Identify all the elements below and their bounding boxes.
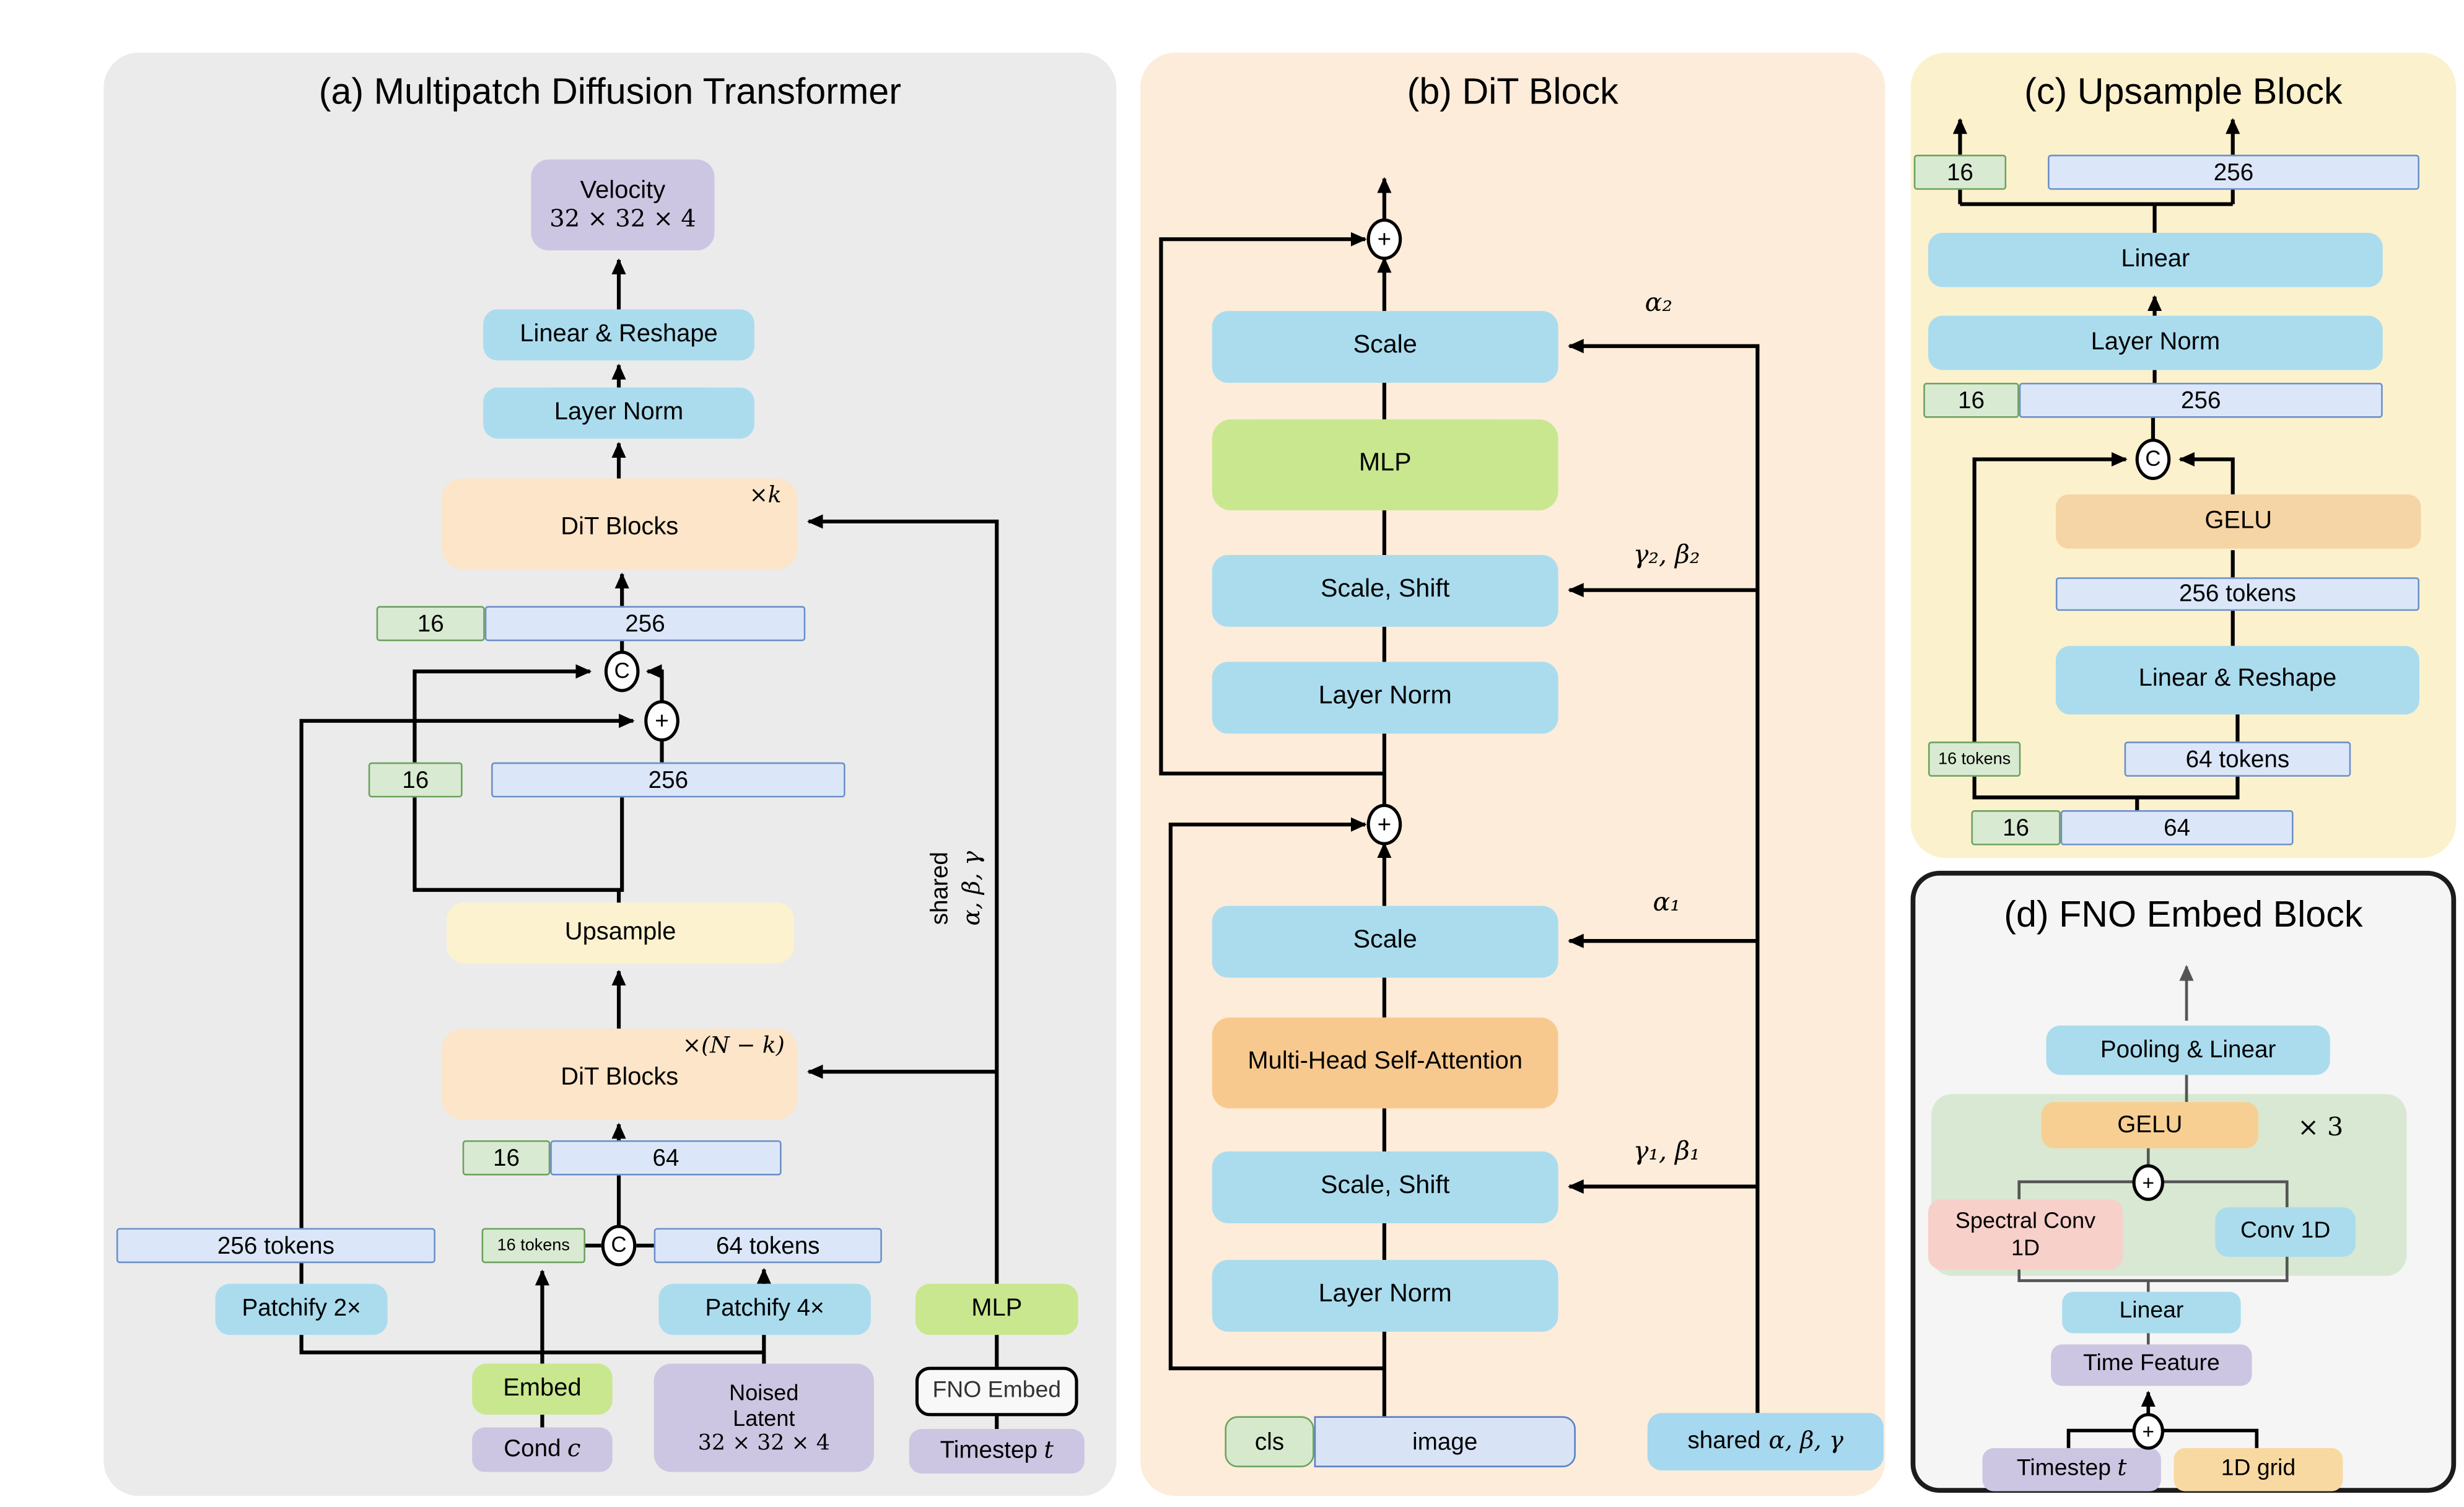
bar-top-256: 256 [484, 606, 806, 642]
cond-label: Cond [504, 1435, 561, 1463]
cond-var: c [567, 1434, 581, 1463]
shared-abg-rotated-label: shared α, β, γ [927, 812, 990, 965]
timestep-box-d: Timestep t [1982, 1448, 2161, 1492]
c-bar-mid-16: 16 [1923, 382, 2019, 418]
tokens-256-bar: 256 tokens [116, 1228, 435, 1264]
noised-latent-line1: Noised [729, 1378, 799, 1405]
c-bar-in-16: 16 [1971, 810, 2061, 845]
bar-mid-256: 256 [491, 762, 845, 798]
patchify-4x-box: Patchify 4× [658, 1283, 871, 1335]
layer-norm-bottom-box: Layer Norm [1212, 1260, 1558, 1332]
bar-low-64: 64 [550, 1140, 782, 1176]
c-tokens-64-bar: 64 tokens [2124, 741, 2351, 777]
layer-norm-box-a: Layer Norm [483, 387, 754, 439]
dit-blocks-bottom-label: DiT Blocks [561, 1064, 679, 1092]
dit-repeat-bottom-label: ×(N − k) [682, 1033, 785, 1059]
tokens-16-box: 16 tokens [481, 1228, 585, 1264]
bar-top-16: 16 [376, 606, 485, 642]
gamma-beta2-label: γ₂, β₂ [1633, 539, 1700, 570]
alpha2-label: α₂ [1645, 287, 1672, 318]
velocity-label: Velocity [580, 176, 666, 204]
scale-bottom-box: Scale [1212, 906, 1558, 978]
mhsa-box: Multi-Head Self-Attention [1212, 1017, 1558, 1109]
c-bar-in-64: 64 [2060, 810, 2294, 845]
conv-1d-box: Conv 1D [2215, 1207, 2356, 1257]
layer-norm-top-box: Layer Norm [1212, 662, 1558, 734]
tokens-64-bar: 64 tokens [653, 1228, 882, 1264]
pooling-linear-box: Pooling & Linear [2046, 1025, 2330, 1075]
c-bar-out-256: 256 [2048, 154, 2419, 190]
upsample-box: Upsample [446, 902, 795, 964]
fno-embed-box-a: FNO Embed [915, 1366, 1078, 1417]
add-node-d-top: + [2132, 1164, 2165, 1201]
add-node-a: + [644, 700, 679, 742]
timestep-var-a: t [1044, 1435, 1054, 1465]
c-bar-mid-256: 256 [2019, 382, 2383, 418]
concat-node-c: C [2135, 439, 2171, 481]
embed-box: Embed [472, 1363, 613, 1415]
add-node-b-mid: + [1366, 803, 1402, 845]
c-layer-norm-box: Layer Norm [1928, 315, 2383, 370]
alpha1-label: α₁ [1653, 886, 1680, 917]
dit-blocks-top-box: DiT Blocks ×k [442, 478, 798, 570]
timestep-box-a: Timestep t [909, 1429, 1085, 1474]
c-tokens-16-box: 16 tokens [1928, 741, 2021, 777]
timestep-label-d: Timestep [2016, 1456, 2112, 1482]
scale-shift-bottom-box: Scale, Shift [1212, 1151, 1558, 1223]
c-gelu-box: GELU [2055, 494, 2421, 549]
d-linear-box: Linear [2062, 1291, 2241, 1334]
time-feature-box: Time Feature [2051, 1344, 2252, 1386]
add-node-b-top: + [1366, 218, 1402, 260]
timestep-label-a: Timestep [940, 1437, 1038, 1465]
c-linear-box: Linear [1928, 232, 2383, 287]
image-token-bar: image [1314, 1416, 1576, 1467]
d-gelu-box: GELU [2041, 1102, 2258, 1148]
c-tokens-256-bar: 256 tokens [2055, 577, 2419, 611]
mlp-box-a: MLP [915, 1283, 1078, 1335]
linear-reshape-box-a: Linear & Reshape [483, 309, 754, 360]
spectral-conv-box: Spectral Conv 1D [1928, 1199, 2123, 1270]
noised-latent-line2: Latent [733, 1405, 795, 1431]
dit-blocks-bottom-box: DiT Blocks ×(N − k) [442, 1028, 798, 1120]
shared-abg-box: shared α, β, γ [1647, 1413, 1884, 1470]
timestep-var-d: t [2117, 1456, 2127, 1482]
c-linear-reshape-box: Linear & Reshape [2055, 645, 2419, 715]
dit-blocks-top-label: DiT Blocks [561, 514, 679, 541]
add-node-d-bottom: + [2132, 1413, 2165, 1450]
concat-node-a: C [604, 650, 640, 692]
d-repeat-label: × 3 [2297, 1111, 2344, 1142]
panel-d-title: (d) FNO Embed Block [2004, 893, 2363, 935]
grid-1d-box: 1D grid [2173, 1448, 2343, 1492]
bar-mid-16: 16 [368, 762, 463, 798]
shared-rotated-line2: α, β, γ [956, 850, 985, 926]
c-bar-out-16: 16 [1913, 154, 2007, 190]
panel-c-title: (c) Upsample Block [2024, 70, 2343, 112]
scale-shift-top-box: Scale, Shift [1212, 555, 1558, 627]
spectral-conv-line1: Spectral Conv [1955, 1208, 2096, 1234]
scale-top-box: Scale [1212, 311, 1558, 383]
noised-latent-dims: 32 × 32 × 4 [697, 1430, 830, 1456]
cls-token-box: cls [1225, 1416, 1314, 1467]
shared-rotated-line1: shared [926, 852, 954, 925]
mlp-box-b: MLP [1212, 419, 1558, 510]
cond-c-box: Cond c [472, 1427, 613, 1472]
shared-box-label: shared [1687, 1427, 1761, 1455]
spectral-conv-line2: 1D [2011, 1234, 2040, 1260]
noised-latent-box: Noised Latent 32 × 32 × 4 [653, 1363, 874, 1472]
panel-b-title: (b) DiT Block [1407, 70, 1619, 112]
bar-low-16: 16 [462, 1140, 551, 1176]
velocity-box: Velocity 32 × 32 × 4 [531, 159, 715, 251]
patchify-2x-box: Patchify 2× [215, 1283, 388, 1335]
panel-a-title: (a) Multipatch Diffusion Transformer [318, 70, 901, 112]
shared-box-math: α, β, γ [1768, 1426, 1844, 1455]
gamma-beta1-label: γ₁, β₁ [1633, 1135, 1700, 1166]
concat-node-a-low: C [601, 1225, 637, 1267]
dit-repeat-top-label: ×k [749, 483, 782, 509]
velocity-dims: 32 × 32 × 4 [549, 204, 696, 233]
